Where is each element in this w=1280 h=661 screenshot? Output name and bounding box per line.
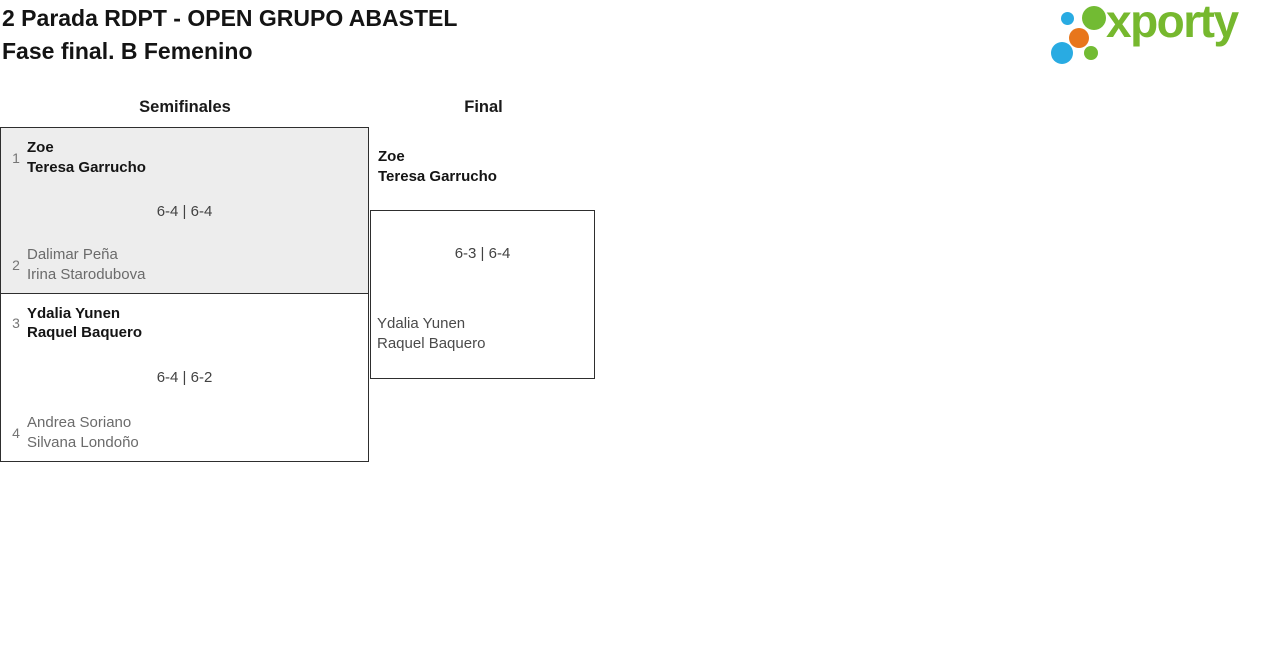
match-score: 6-4 | 6-2 xyxy=(156,369,213,387)
player-name: Ydalia Yunen xyxy=(377,315,466,332)
logo-dot-green-big-icon xyxy=(1082,6,1106,30)
logo-dot-blue-big-icon xyxy=(1051,42,1073,64)
logo-dot-orange-icon xyxy=(1069,28,1089,48)
team-entry-winner: 3 Ydalia Yunen Raquel Baquero xyxy=(1,304,368,343)
seed-number: 3 xyxy=(12,315,20,331)
player-name: Andrea Soriano xyxy=(27,414,132,431)
seed-number: 4 xyxy=(12,424,20,441)
match-card-semifinal-2[interactable]: 3 Ydalia Yunen Raquel Baquero 6-4 | 6-2 … xyxy=(0,292,369,462)
team-entry-loser: 2 Dalimar Peña Irina Starodubova xyxy=(1,245,368,284)
logo-dot-green-small-icon xyxy=(1084,46,1098,60)
player-name: Teresa Garrucho xyxy=(378,167,497,185)
team-entry-loser: 4 Andrea Soriano Silvana Londoño xyxy=(1,413,368,452)
tournament-title: 2 Parada RDPT - OPEN GRUPO ABASTEL xyxy=(2,5,458,31)
final-loser-team: Ydalia Yunen Raquel Baquero xyxy=(377,314,485,353)
xporty-logo[interactable]: xporty xyxy=(1048,0,1276,68)
team-entry-winner: 1 Zoe Teresa Garrucho xyxy=(1,138,368,177)
team-names: Zoe Teresa Garrucho xyxy=(27,138,146,177)
page-title: 2 Parada RDPT - OPEN GRUPO ABASTEL Fase … xyxy=(2,2,457,68)
seed-number: 2 xyxy=(12,256,20,273)
player-name: Zoe xyxy=(378,148,405,165)
xporty-wordmark: xporty xyxy=(1106,0,1239,47)
tournament-subtitle: Fase final. B Femenino xyxy=(2,38,253,64)
match-card-final[interactable]: 6-3 | 6-4 Ydalia Yunen Raquel Baquero xyxy=(370,210,595,379)
player-name: Raquel Baquero xyxy=(27,324,143,341)
final-winner-team: Zoe Teresa Garrucho xyxy=(378,147,497,186)
team-names: Dalimar Peña Irina Starodubova xyxy=(27,245,145,284)
round-header-final: Final xyxy=(464,98,503,116)
player-name: Silvana Londoño xyxy=(27,433,139,451)
match-card-semifinal-1[interactable]: 1 Zoe Teresa Garrucho 6-4 | 6-4 2 Dalima… xyxy=(0,127,369,294)
round-header-semifinales: Semifinales xyxy=(139,98,231,116)
player-name: Teresa Garrucho xyxy=(27,158,146,176)
team-names: Andrea Soriano Silvana Londoño xyxy=(27,413,139,452)
player-name: Zoe xyxy=(27,139,54,156)
team-names: Ydalia Yunen Raquel Baquero xyxy=(27,304,142,343)
logo-dot-blue-small-icon xyxy=(1061,12,1074,25)
match-score: 6-3 | 6-4 xyxy=(454,245,511,262)
player-name: Irina Starodubova xyxy=(27,265,146,283)
match-score: 6-4 | 6-4 xyxy=(156,202,213,220)
player-name: Ydalia Yunen xyxy=(27,304,121,322)
player-name: Dalimar Peña xyxy=(27,246,118,263)
seed-number: 1 xyxy=(12,149,20,166)
player-name: Raquel Baquero xyxy=(377,334,486,352)
